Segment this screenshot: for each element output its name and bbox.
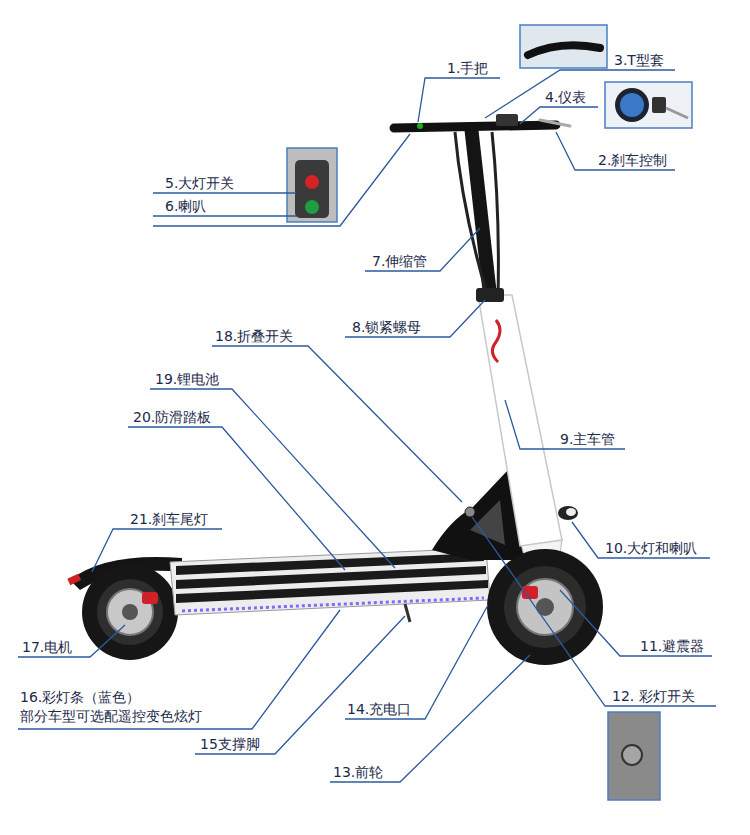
main-tube xyxy=(478,295,562,546)
inset-photo xyxy=(287,148,337,222)
callout-label: 14.充电口 xyxy=(347,700,411,719)
brake-lever xyxy=(540,120,570,126)
horn-button xyxy=(417,123,423,129)
lock-nut xyxy=(476,288,504,302)
callout-label: 1.手把 xyxy=(447,59,488,78)
callout-label: 20.防滑踏板 xyxy=(133,408,211,427)
tail-light xyxy=(67,574,81,585)
callout-label: 19.锂电池 xyxy=(155,370,219,389)
callout-label: 17.电机 xyxy=(22,638,72,657)
leader-lines xyxy=(18,70,716,782)
meter xyxy=(496,114,518,126)
cable xyxy=(455,132,488,298)
callout-label: 13.前轮 xyxy=(333,763,383,782)
inset-photo xyxy=(605,82,692,128)
callout-label: 6.喇叭 xyxy=(165,197,206,216)
callout-label: 3.T型套 xyxy=(614,51,664,70)
callout-label: 7.伸缩管 xyxy=(372,252,427,271)
led-strip xyxy=(182,598,484,611)
headlight xyxy=(558,506,578,520)
callout-label: 11.避震器 xyxy=(640,637,704,656)
callout-label: 16.彩灯条（蓝色） 部分车型可选配遥控变色炫灯 xyxy=(20,688,202,726)
cable xyxy=(492,132,498,298)
inset-photo xyxy=(520,25,607,68)
callout-label: 4.仪表 xyxy=(545,88,586,107)
callout-label: 9.主车管 xyxy=(560,430,615,449)
inset-photo xyxy=(608,712,660,800)
headlight-lens xyxy=(566,508,576,516)
callout-label: 18.折叠开关 xyxy=(215,327,293,346)
callout-label: 5.大灯开关 xyxy=(165,174,234,193)
callout-label: 10.大灯和喇叭 xyxy=(605,539,697,558)
callout-label: 2.刹车控制 xyxy=(598,151,667,170)
deck xyxy=(170,548,490,615)
kickstand xyxy=(405,604,410,622)
logo-mark xyxy=(492,320,500,362)
front-wheel xyxy=(487,549,603,665)
callout-label: 21.刹车尾灯 xyxy=(130,510,208,529)
light-switch xyxy=(465,507,475,517)
rear-wheel xyxy=(82,564,178,660)
callout-label: 8.锁紧螺母 xyxy=(352,318,421,337)
callout-label: 15支撑脚 xyxy=(200,735,260,754)
callout-label: 12. 彩灯开关 xyxy=(612,687,695,706)
